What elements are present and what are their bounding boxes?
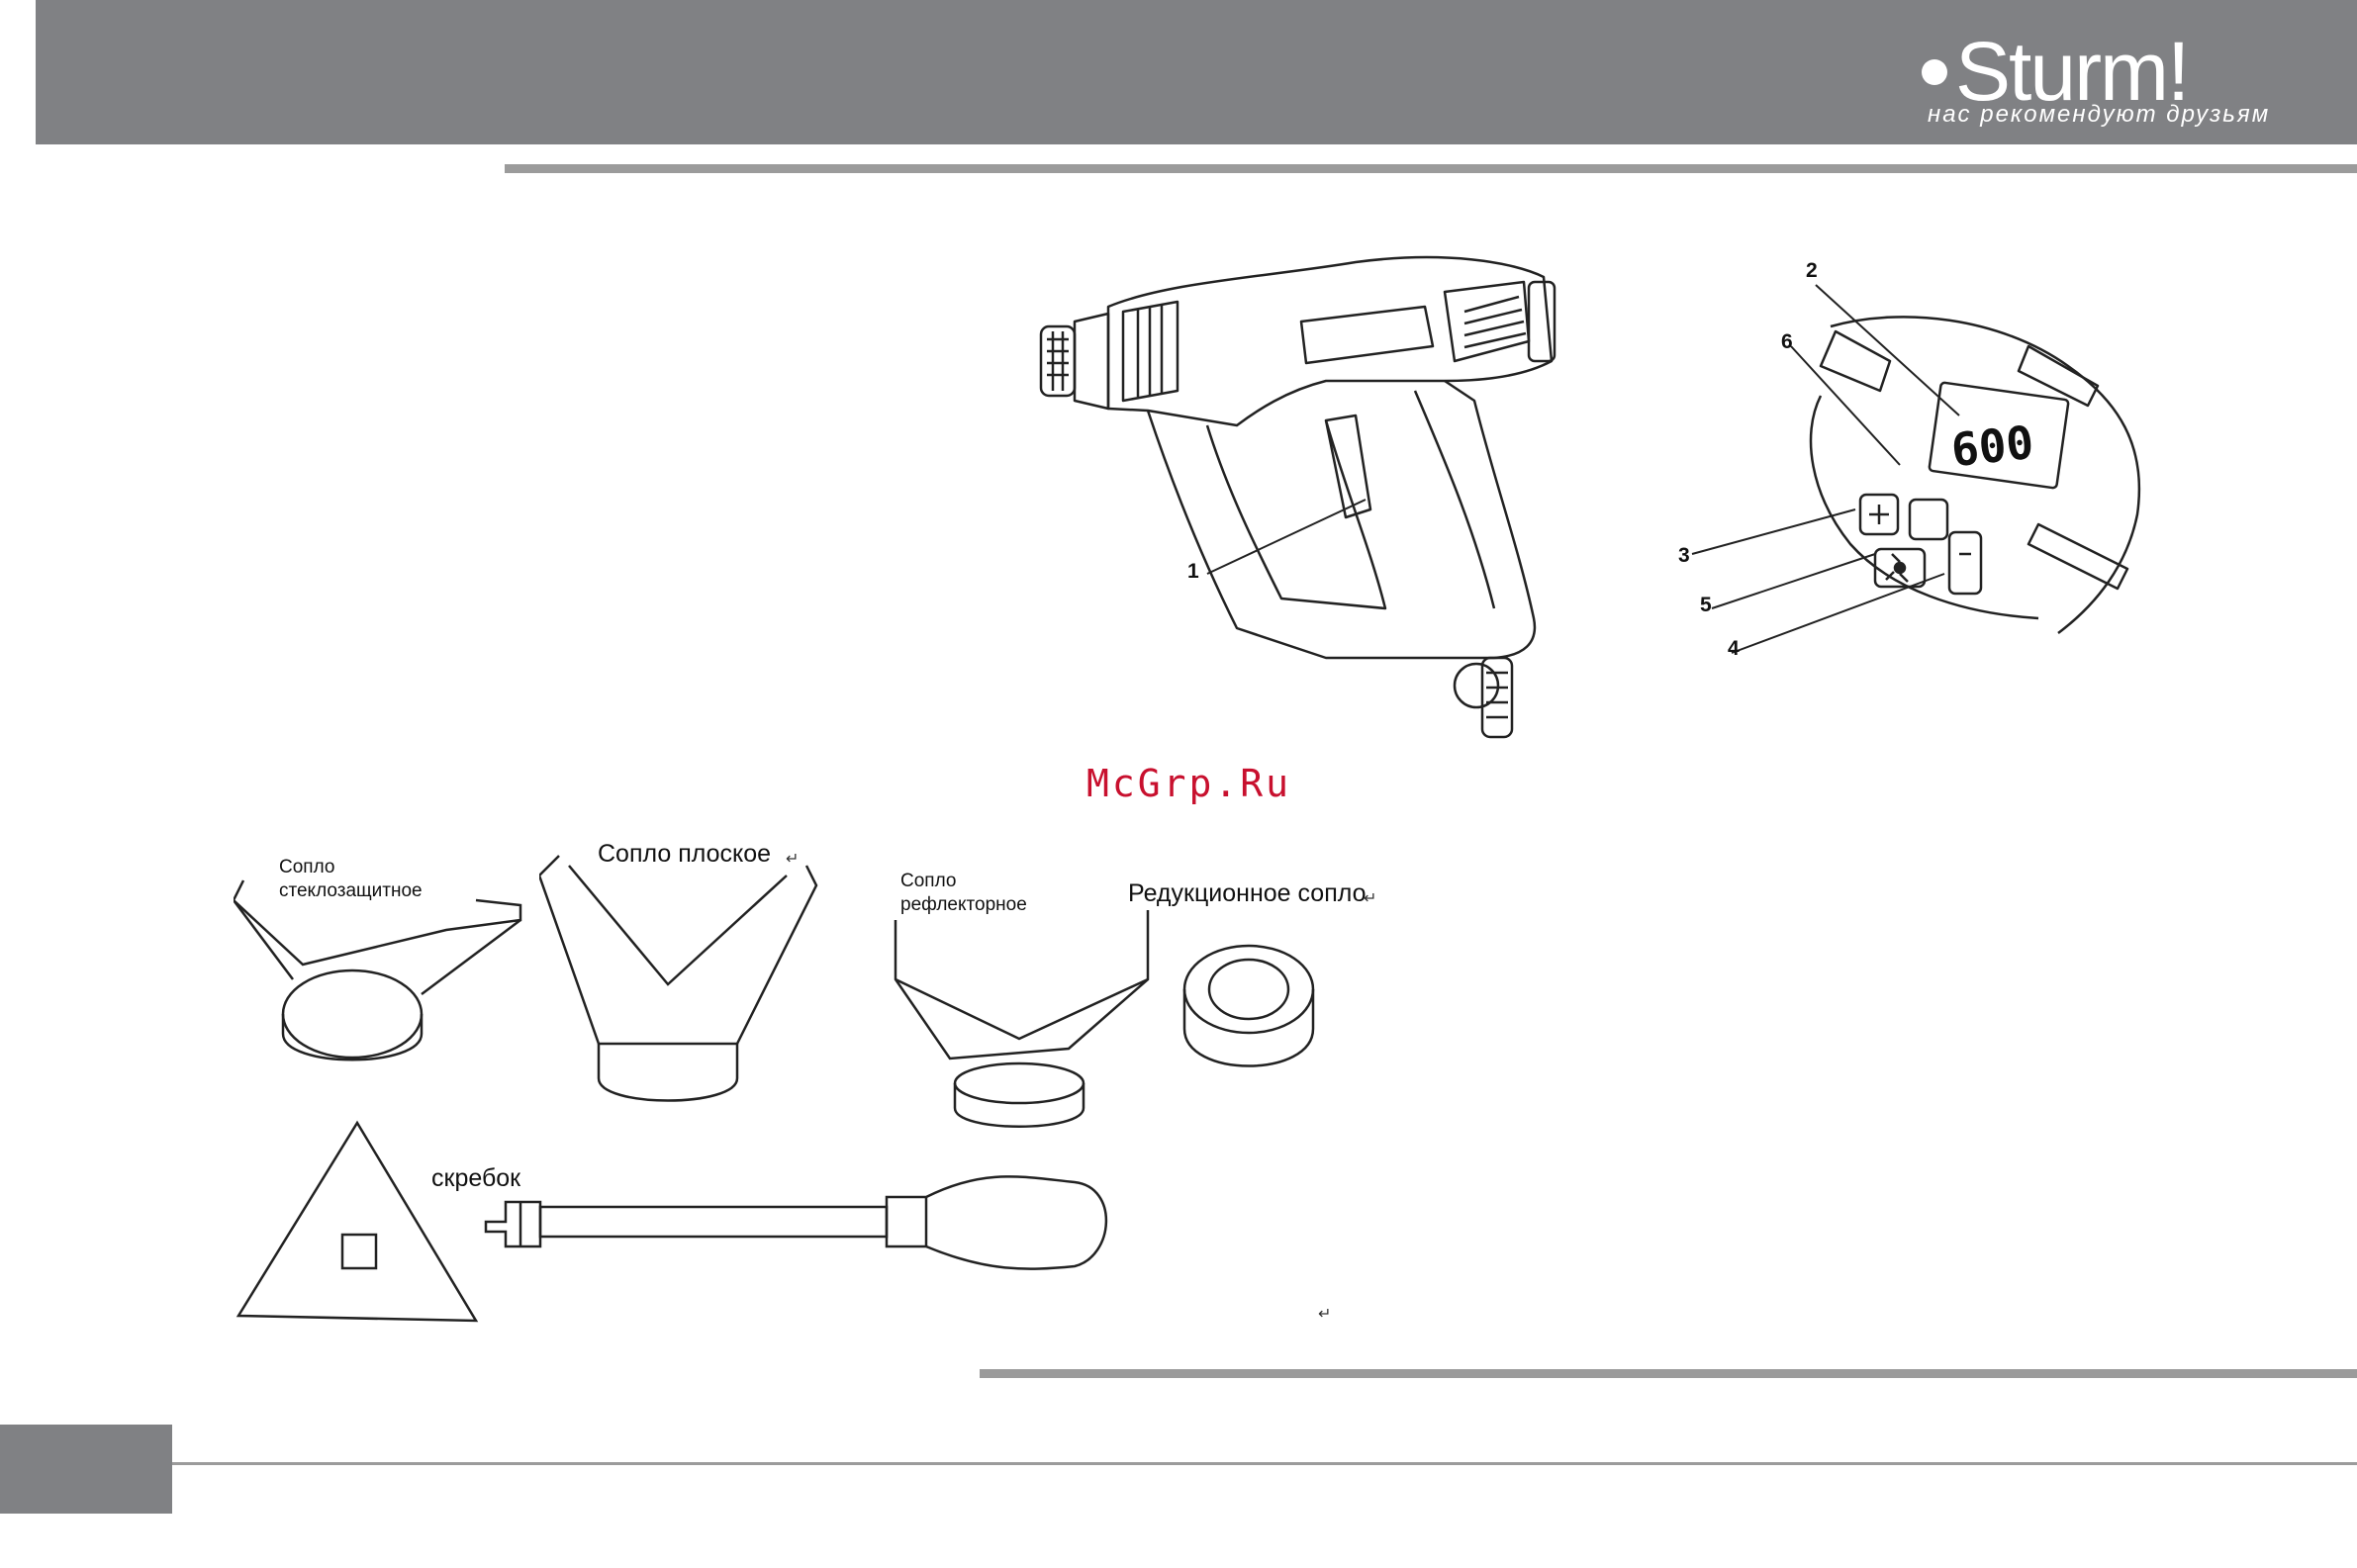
logo-dot-icon (1922, 59, 1947, 85)
top-divider (505, 164, 2357, 173)
nozzle-reflector-drawing (891, 910, 1158, 1138)
return-mark-2: ↵ (1364, 888, 1376, 908)
label-nozzle-reflector-1: Сопло (900, 871, 956, 892)
label-nozzle-reduction: Редукционное сопло (1128, 882, 1367, 904)
callout-2: 2 (1806, 259, 1818, 283)
heat-gun-drawing (1029, 252, 1583, 747)
nozzle-reduction-drawing (1178, 940, 1326, 1088)
header-bar: Sturm! нас рекомендуют друзьям (36, 0, 2357, 144)
footer-line (172, 1462, 2357, 1465)
callout-1: 1 (1187, 560, 1199, 584)
label-nozzle-reflector-2: рефлекторное (900, 894, 1027, 916)
callout-3: 3 (1678, 544, 1690, 568)
scraper-drawing (234, 1118, 1302, 1326)
callout-5: 5 (1700, 594, 1712, 617)
nozzle-glass-drawing (234, 871, 530, 1093)
nozzle-flat-drawing (539, 846, 821, 1108)
label-scraper: скребок (431, 1167, 520, 1189)
label-nozzle-glass-2: стеклозащитное (279, 880, 423, 902)
brand-logo: Sturm! нас рекомендуют друзьям (1922, 30, 2298, 138)
label-nozzle-glass-1: Сопло (279, 857, 334, 878)
return-mark-3: ↵ (1318, 1304, 1331, 1324)
bottom-divider (980, 1369, 2357, 1378)
callout-6: 6 (1781, 330, 1793, 354)
watermark-text: McGrp.Ru (1086, 762, 1291, 805)
callout-4: 4 (1728, 637, 1740, 661)
brand-slogan: нас рекомендуют друзьям (1928, 101, 2270, 129)
page-number-block (0, 1425, 172, 1514)
label-nozzle-flat: Сопло плоское (598, 843, 771, 865)
panel-callout-lines (1662, 267, 1999, 663)
return-mark: ↵ (786, 849, 799, 869)
